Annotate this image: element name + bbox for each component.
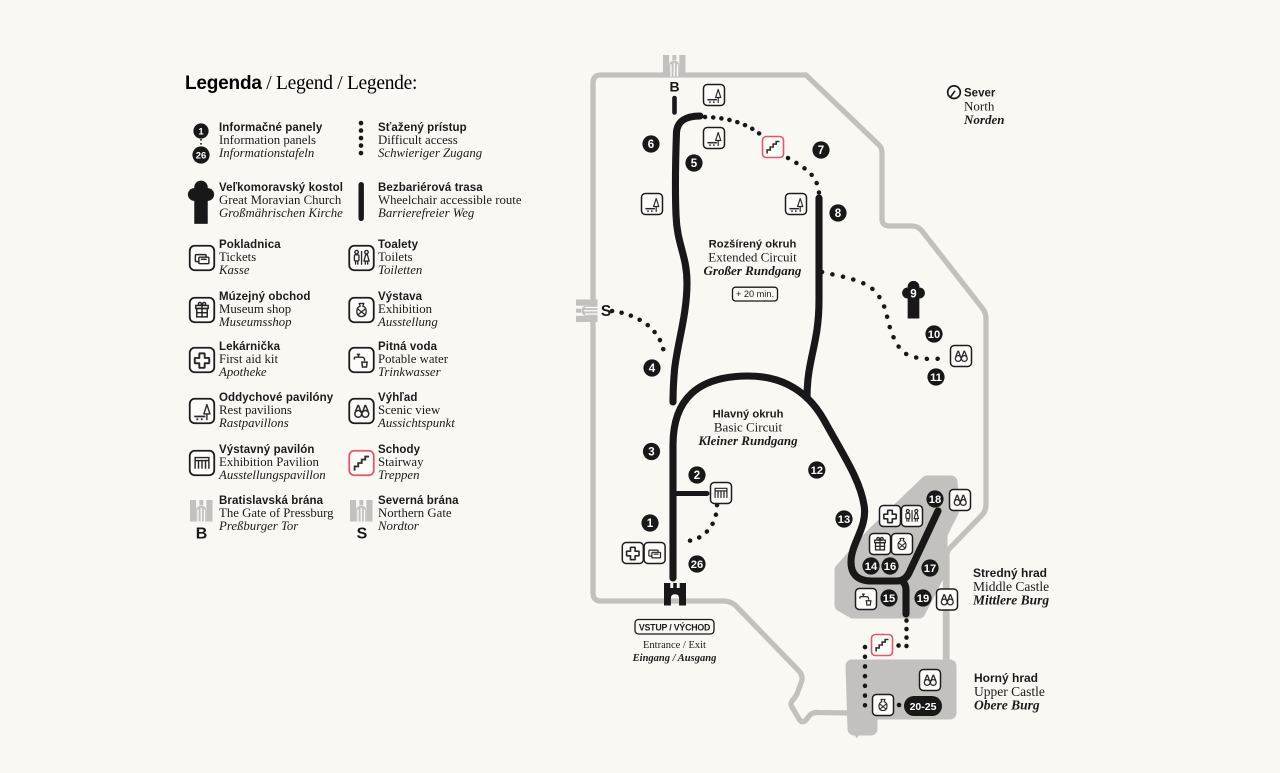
svg-text:Hlavný okruh: Hlavný okruh <box>713 409 784 421</box>
svg-text:Sever: Sever <box>964 88 996 100</box>
svg-text:Horný hrad: Horný hrad <box>974 671 1038 685</box>
svg-text:B: B <box>669 79 679 95</box>
svg-text:18: 18 <box>929 494 941 506</box>
svg-text:6: 6 <box>648 139 654 151</box>
svg-text:B: B <box>196 526 208 543</box>
svg-text:4: 4 <box>649 363 656 375</box>
svg-text:Basic Circuit: Basic Circuit <box>714 420 783 435</box>
svg-text:S: S <box>357 526 368 543</box>
svg-text:5: 5 <box>691 158 698 170</box>
svg-text:Mittlere Burg: Mittlere Burg <box>972 593 1049 608</box>
svg-text:7: 7 <box>818 145 824 157</box>
svg-text:12: 12 <box>811 465 823 477</box>
svg-text:20-25: 20-25 <box>910 701 937 713</box>
svg-text:11: 11 <box>930 372 942 384</box>
svg-text:Norden: Norden <box>963 112 1004 127</box>
svg-text:+ 20 min.: + 20 min. <box>736 289 774 299</box>
svg-text:10: 10 <box>928 329 940 341</box>
svg-text:Obere Burg: Obere Burg <box>974 698 1040 713</box>
svg-text:North: North <box>964 99 995 114</box>
svg-text:Middle Castle: Middle Castle <box>973 579 1049 594</box>
svg-text:Rozšírený okruh: Rozšírený okruh <box>709 239 797 251</box>
svg-text:2: 2 <box>694 470 700 482</box>
svg-text:Großer Rundgang: Großer Rundgang <box>704 263 802 278</box>
svg-text:9: 9 <box>910 289 916 301</box>
svg-text:15: 15 <box>883 593 895 605</box>
svg-text:26: 26 <box>196 151 207 162</box>
svg-text:Kleiner Rundgang: Kleiner Rundgang <box>697 433 798 448</box>
svg-text:3: 3 <box>648 447 654 459</box>
svg-text:Upper Castle: Upper Castle <box>974 684 1045 699</box>
svg-text:14: 14 <box>865 561 878 573</box>
svg-text:1: 1 <box>198 127 204 138</box>
svg-text:17: 17 <box>924 563 936 575</box>
svg-text:Entrance / Exit: Entrance / Exit <box>643 640 706 651</box>
svg-text:8: 8 <box>835 208 842 220</box>
svg-text:13: 13 <box>838 514 850 526</box>
svg-text:Stredný hrad: Stredný hrad <box>973 566 1047 580</box>
svg-text:1: 1 <box>647 518 654 530</box>
svg-text:16: 16 <box>884 561 896 573</box>
svg-text:S: S <box>601 303 611 320</box>
svg-text:VSTUP / VÝCHOD: VSTUP / VÝCHOD <box>639 621 710 632</box>
svg-text:Extended Circuit: Extended Circuit <box>708 250 797 265</box>
svg-text:26: 26 <box>691 559 703 571</box>
svg-text:19: 19 <box>917 593 929 605</box>
svg-text:Eingang / Ausgang: Eingang / Ausgang <box>632 653 717 664</box>
